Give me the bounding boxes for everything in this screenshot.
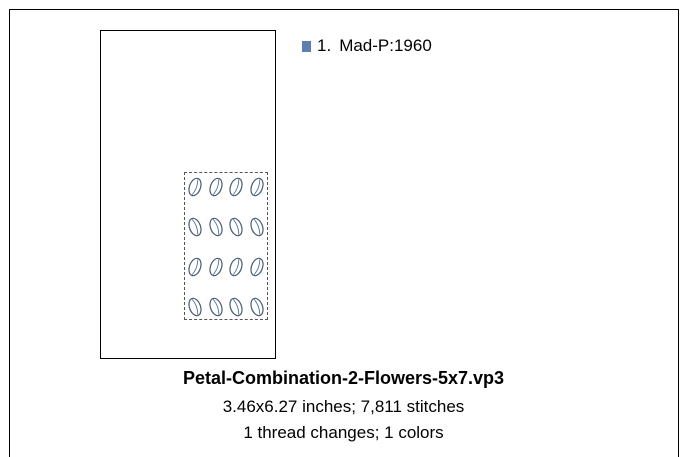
- petal-icon: [208, 297, 223, 317]
- design-bounding-box: [184, 172, 268, 320]
- thread-name: Mad-P:1960: [339, 36, 432, 55]
- petal-icon: [208, 177, 223, 197]
- thread-index: 1.: [317, 36, 332, 55]
- petal-icon: [229, 297, 243, 317]
- petal-icon: [188, 297, 202, 317]
- petal-icon: [208, 257, 223, 277]
- petal-icon: [249, 177, 264, 197]
- design-filename: Petal-Combination-2-Flowers-5x7.vp3: [182, 368, 505, 388]
- petal-icon: [188, 217, 202, 237]
- design-dimensions: 3.46x6.27 inches; 7,811 stitches: [222, 397, 465, 416]
- petal-icon: [249, 217, 264, 237]
- petal-icon: [249, 297, 264, 317]
- petal-icon: [188, 177, 202, 197]
- petal-pattern-grid: [186, 174, 268, 320]
- petal-icon: [229, 217, 243, 237]
- petal-icon: [208, 217, 223, 237]
- petal-icon: [249, 257, 264, 277]
- thread-color-swatch: [302, 40, 311, 52]
- hoop-frame: [100, 30, 276, 359]
- design-thread-info: 1 thread changes; 1 colors: [243, 423, 444, 442]
- petal-icon: [229, 257, 243, 277]
- petal-icon: [229, 177, 243, 197]
- petal-icon: [188, 257, 202, 277]
- thread-legend-item: 1. Mad-P:1960: [302, 36, 432, 56]
